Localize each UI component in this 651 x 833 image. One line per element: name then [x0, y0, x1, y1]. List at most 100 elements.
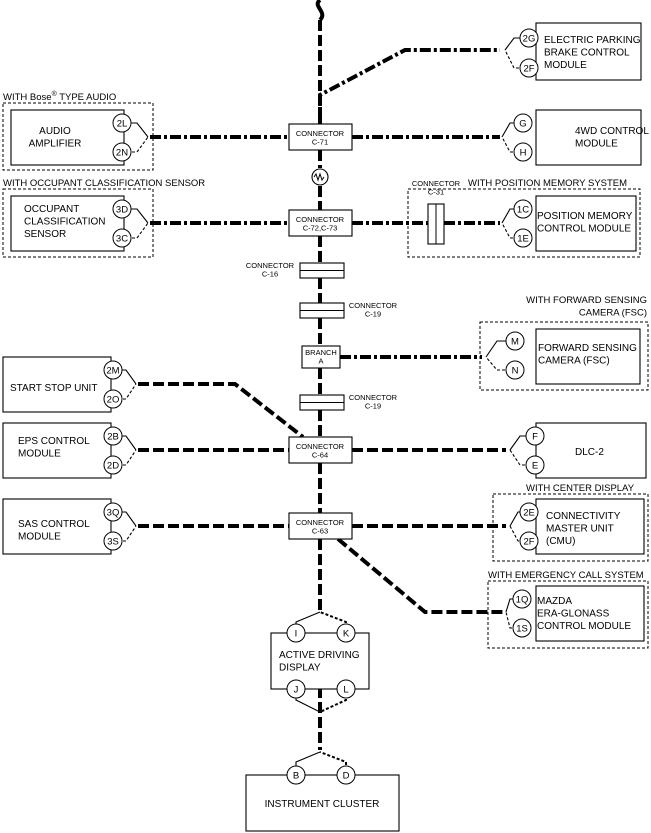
pin-ic-b: B — [286, 765, 306, 785]
pin-pm-1e: 1E — [513, 228, 533, 248]
svg-text:F: F — [532, 432, 538, 443]
pin-ad-j: J — [286, 679, 306, 699]
option-center-display-label: WITH CENTER DISPLAY — [526, 483, 635, 494]
pin-audio-2n: 2N — [112, 142, 132, 162]
svg-text:1S: 1S — [516, 624, 528, 635]
module-instrument-cluster: INSTRUMENT CLUSTER — [245, 774, 400, 832]
svg-text:2G: 2G — [523, 34, 536, 45]
pin-fsc-n: N — [505, 360, 525, 380]
option-position-memory-label: WITH POSITION MEMORY SYSTEM — [468, 178, 627, 189]
svg-text:G: G — [519, 119, 526, 130]
module-dlc2: DLC-2 — [535, 422, 647, 479]
svg-text:3D: 3D — [116, 205, 128, 216]
pin-epb-2g: 2G — [519, 28, 539, 48]
pin-sas-3s: 3S — [103, 531, 123, 551]
pin-4wd-h: H — [513, 142, 533, 162]
pin-occupant-3d: 3D — [112, 199, 132, 219]
option-bose: WITH Bose® TYPE AUDIO — [2, 90, 154, 171]
pin-pm-1c: 1C — [513, 199, 533, 219]
main-bus — [315, 0, 325, 612]
svg-text:2N: 2N — [116, 148, 128, 159]
terminating-resistor-icon — [311, 168, 329, 186]
pin-era-1q: 1Q — [512, 589, 532, 609]
pin-ad-l: L — [336, 679, 356, 699]
pin-era-1s: 1S — [512, 618, 532, 638]
svg-text:2O: 2O — [107, 395, 120, 406]
pin-occupant-3c: 3C — [112, 228, 132, 248]
option-occupant-label: WITH OCCUPANT CLASSIFICATION SENSOR — [3, 178, 205, 189]
module-start-stop: START STOP UNIT — [2, 356, 112, 413]
svg-text:2M: 2M — [106, 366, 119, 377]
svg-text:2F: 2F — [523, 537, 534, 548]
pin-ad-k: K — [336, 623, 356, 643]
svg-text:N: N — [512, 366, 519, 377]
svg-text:1E: 1E — [517, 234, 529, 245]
svg-text:2B: 2B — [107, 432, 119, 443]
svg-text:D: D — [343, 771, 350, 782]
option-emergency-call: WITH EMERGENCY CALL SYSTEM — [487, 570, 649, 649]
pin-eps-2b: 2B — [103, 426, 123, 446]
svg-text:2E: 2E — [523, 508, 535, 519]
pin-dlc-e: E — [525, 455, 545, 475]
pin-cmu-2e: 2E — [519, 502, 539, 522]
pin-ad-i: I — [286, 623, 306, 643]
pin-ic-d: D — [336, 765, 356, 785]
svg-text:1C: 1C — [517, 205, 529, 216]
pin-eps-2d: 2D — [103, 455, 123, 475]
pin-audio-2l: 2L — [112, 113, 132, 133]
svg-text:2D: 2D — [107, 461, 119, 472]
svg-text:J: J — [294, 685, 299, 696]
svg-text:L: L — [343, 685, 348, 696]
module-start-stop-label: START STOP UNIT — [10, 383, 97, 394]
pin-fsc-m: M — [505, 331, 525, 351]
pin-epb-2f: 2F — [519, 58, 539, 78]
svg-text:M: M — [511, 337, 519, 348]
pin-sas-3q: 3Q — [103, 502, 123, 522]
svg-text:I: I — [295, 629, 298, 640]
svg-text:2L: 2L — [117, 119, 128, 130]
svg-text:H: H — [520, 148, 527, 159]
option-position-memory: WITH POSITION MEMORY SYSTEM — [407, 178, 641, 258]
svg-text:B: B — [293, 771, 299, 782]
svg-text:1Q: 1Q — [516, 595, 529, 606]
svg-text:3Q: 3Q — [107, 508, 120, 519]
option-center-display: WITH CENTER DISPLAY — [492, 483, 649, 562]
svg-text:E: E — [532, 461, 538, 472]
option-emergency-call-label: WITH EMERGENCY CALL SYSTEM — [488, 570, 644, 581]
pin-dlc-f: F — [525, 426, 545, 446]
pin-ss-2o: 2O — [103, 389, 123, 409]
